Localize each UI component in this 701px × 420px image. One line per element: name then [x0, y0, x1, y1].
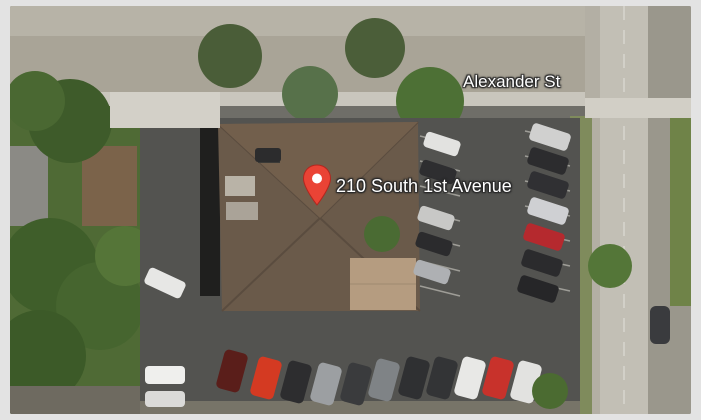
satellite-imagery [10, 6, 691, 414]
location-pin-icon[interactable] [302, 164, 332, 206]
place-label-address[interactable]: 210 South 1st Avenue [336, 176, 512, 196]
street-label-alexander-st: Alexander St [463, 72, 561, 91]
satellite-map[interactable]: Alexander St 210 South 1st Avenue [10, 6, 691, 414]
